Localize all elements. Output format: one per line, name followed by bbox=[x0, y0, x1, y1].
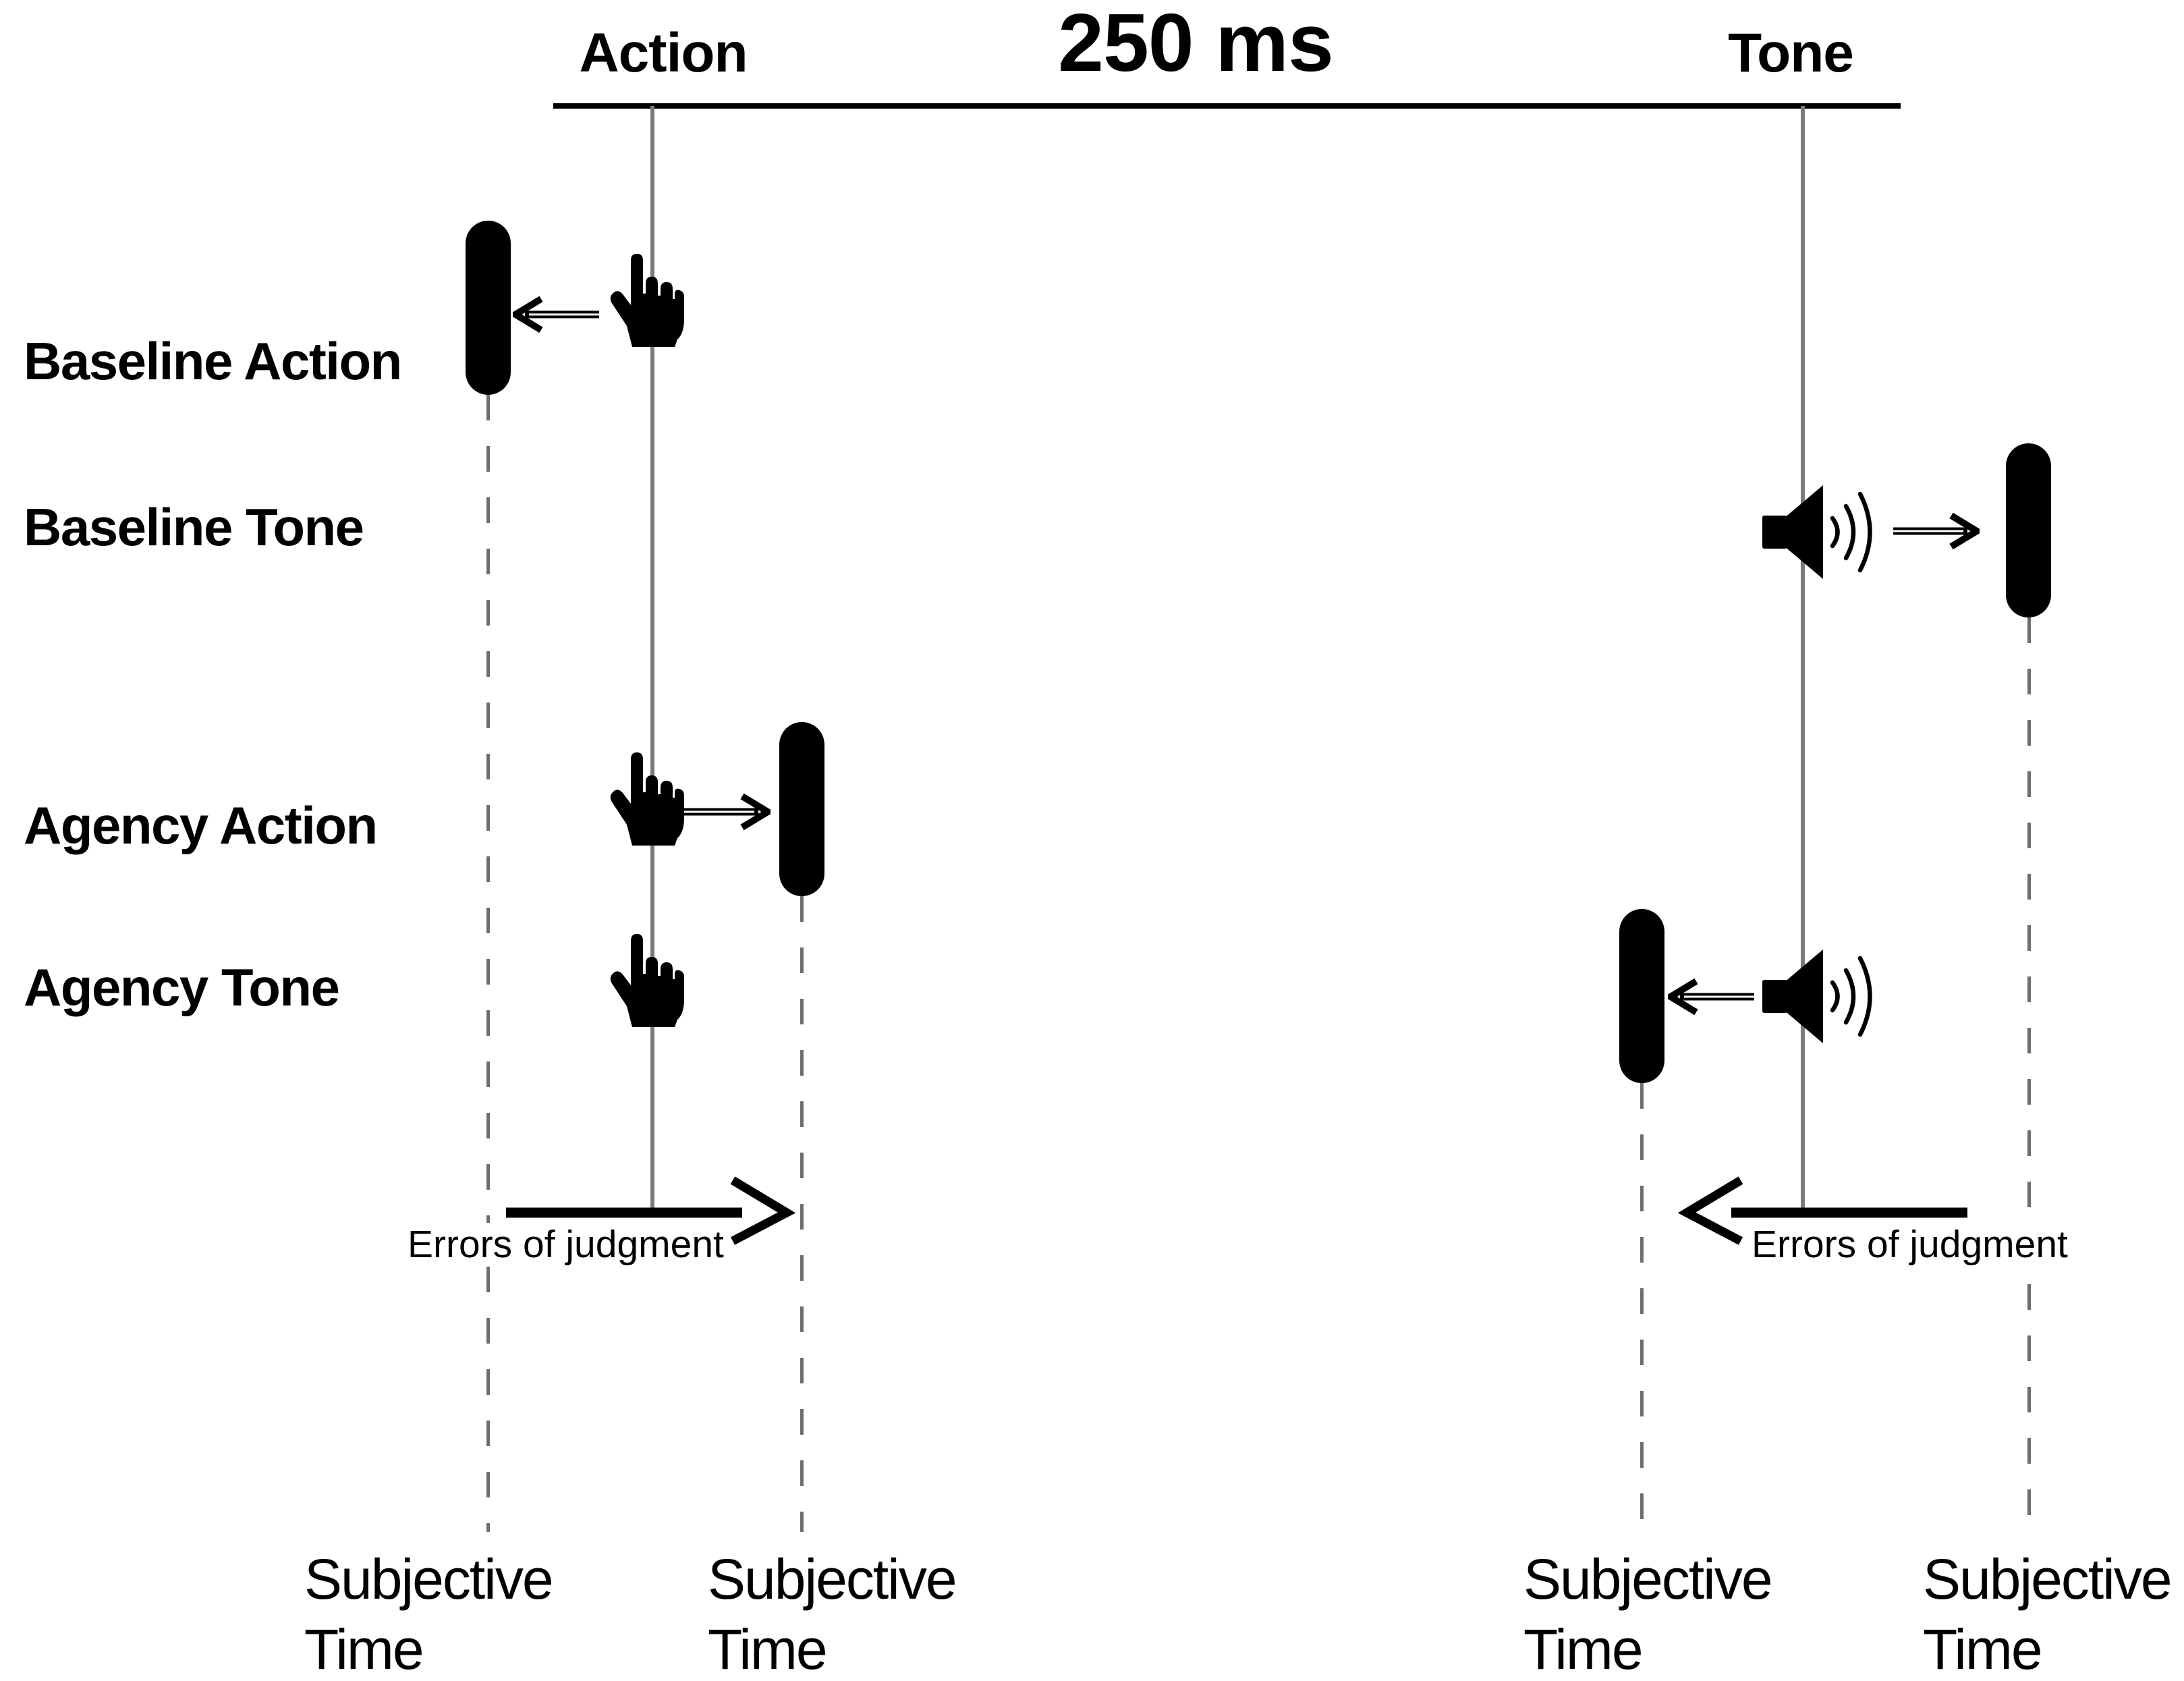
subjective-time-line1: Subjective bbox=[708, 1547, 957, 1611]
subjective-time-label: Subjective Time bbox=[304, 1544, 554, 1681]
dashed-line-baseline-tone bbox=[2027, 617, 2031, 1532]
shift-arrow-left-icon bbox=[1668, 976, 1756, 1018]
speaker-icon bbox=[1762, 947, 1891, 1045]
subjective-time-line1: Subjective bbox=[1523, 1547, 1773, 1611]
row-label-agency-action: Agency Action bbox=[24, 796, 378, 855]
shift-arrow-right-icon bbox=[683, 791, 771, 833]
subjective-time-label: Subjective Time bbox=[1523, 1544, 1773, 1681]
subjective-time-line2: Time bbox=[1523, 1618, 1644, 1681]
judged-time-pill-baseline-action bbox=[466, 221, 511, 395]
interval-label: 250 ms bbox=[1058, 0, 1334, 88]
action-column-label: Action bbox=[579, 22, 748, 84]
judged-time-pill-agency-tone bbox=[1619, 909, 1664, 1083]
tone-timeline bbox=[1801, 106, 1805, 1211]
errors-of-judgment-label-left: Errors of judgment bbox=[402, 1223, 729, 1267]
pointing-hand-icon bbox=[609, 750, 685, 847]
subjective-time-line2: Time bbox=[1923, 1618, 2043, 1681]
judged-time-pill-agency-action bbox=[779, 722, 824, 896]
row-label-baseline-tone: Baseline Tone bbox=[24, 497, 364, 557]
errors-of-judgment-label-right: Errors of judgment bbox=[1746, 1223, 2073, 1267]
shift-arrow-left-icon bbox=[513, 294, 600, 335]
speaker-icon bbox=[1762, 483, 1891, 581]
tone-column-label: Tone bbox=[1728, 22, 1854, 84]
subjective-time-label: Subjective Time bbox=[1923, 1544, 2173, 1681]
subjective-time-line1: Subjective bbox=[1923, 1547, 2173, 1611]
dashed-line-agency-action bbox=[800, 896, 804, 1532]
judged-time-pill-baseline-tone bbox=[2006, 443, 2051, 617]
row-label-baseline-action: Baseline Action bbox=[24, 331, 402, 391]
dashed-line-baseline-action bbox=[486, 395, 490, 1532]
row-label-agency-tone: Agency Tone bbox=[24, 958, 340, 1017]
timeline-header-rule bbox=[553, 103, 1901, 109]
errors-arrow-left-icon bbox=[1677, 1171, 1967, 1245]
action-timeline bbox=[650, 106, 654, 1211]
errors-arrow-right-icon bbox=[506, 1171, 796, 1245]
pointing-hand-icon bbox=[609, 932, 685, 1028]
shift-arrow-right-icon bbox=[1892, 510, 1980, 552]
subjective-time-line2: Time bbox=[304, 1618, 424, 1681]
subjective-time-line1: Subjective bbox=[304, 1547, 554, 1611]
subjective-time-line2: Time bbox=[708, 1618, 828, 1681]
subjective-time-label: Subjective Time bbox=[708, 1544, 957, 1681]
pointing-hand-icon bbox=[609, 252, 685, 348]
dashed-line-agency-tone bbox=[1640, 1083, 1644, 1532]
